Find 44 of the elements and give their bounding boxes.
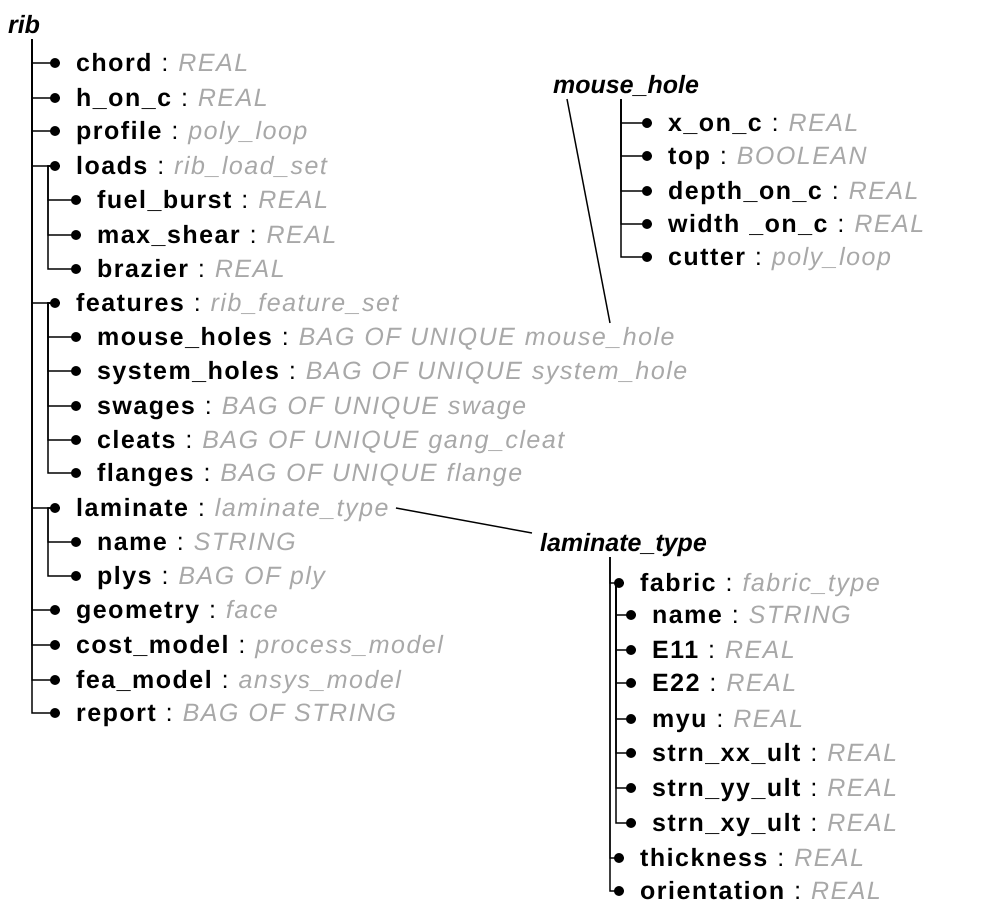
attribute-text: depth_on_c : REAL [652,177,920,205]
attribute-text: profile : poly_loop [60,117,309,145]
attribute-text: features : rib_feature_set [60,289,400,317]
attribute-text: swages : BAG OF UNIQUE swage [81,392,528,420]
attribute-text: laminate : laminate_type [60,494,390,522]
attribute-text: name : STRING [81,528,298,556]
attribute-text: cost_model : process_model [60,631,444,659]
tree-connector [620,99,652,262]
tree-connector [47,165,81,274]
attribute-text: loads : rib_load_set [60,152,328,180]
attribute-text: system_holes : BAG OF UNIQUE system_hole [81,357,689,385]
attribute-text: plys : BAG OF ply [81,562,326,590]
attribute-text: report : BAG OF STRING [60,699,398,727]
attribute-text: top : BOOLEAN [652,142,868,170]
attribute-text: thickness : REAL [624,844,866,872]
attribute-text: cutter : poly_loop [652,243,892,271]
attribute-text: h_on_c : REAL [60,84,270,112]
entity-heading: mouse_hole [553,71,699,99]
attribute-text: strn_xx_ult : REAL [636,739,899,767]
attribute-text: x_on_c : REAL [652,109,860,137]
attribute-text: geometry : face [60,596,280,624]
attribute-text: E11 : REAL [636,636,796,664]
attribute-text: name : STRING [636,601,852,629]
attribute-text: chord : REAL [60,49,250,77]
tree-connector [47,507,81,581]
attribute-text: flanges : BAG OF UNIQUE flange [81,459,524,487]
attribute-text: cleats : BAG OF UNIQUE gang_cleat [81,426,566,454]
leader-line [396,507,532,534]
attribute-text: myu : REAL [636,705,805,733]
attribute-text: strn_yy_ult : REAL [636,774,899,802]
attribute-text: width _on_c : REAL [652,210,926,238]
attribute-text: orientation : REAL [624,877,882,903]
attribute-text: E22 : REAL [636,669,798,697]
entity-heading: rib [8,11,40,39]
leader-line [566,98,611,324]
attribute-text: fabric : fabric_type [624,569,882,597]
attribute-text: max_shear : REAL [81,221,338,249]
attribute-text: fea_model : ansys_model [60,666,402,694]
attribute-text: brazier : REAL [81,255,286,283]
tree-connector [47,302,81,478]
entity-heading: laminate_type [540,529,707,557]
attribute-text: strn_xy_ult : REAL [636,809,899,837]
attribute-text: mouse_holes : BAG OF UNIQUE mouse_hole [81,323,676,351]
attribute-text: fuel_burst : REAL [81,186,330,214]
